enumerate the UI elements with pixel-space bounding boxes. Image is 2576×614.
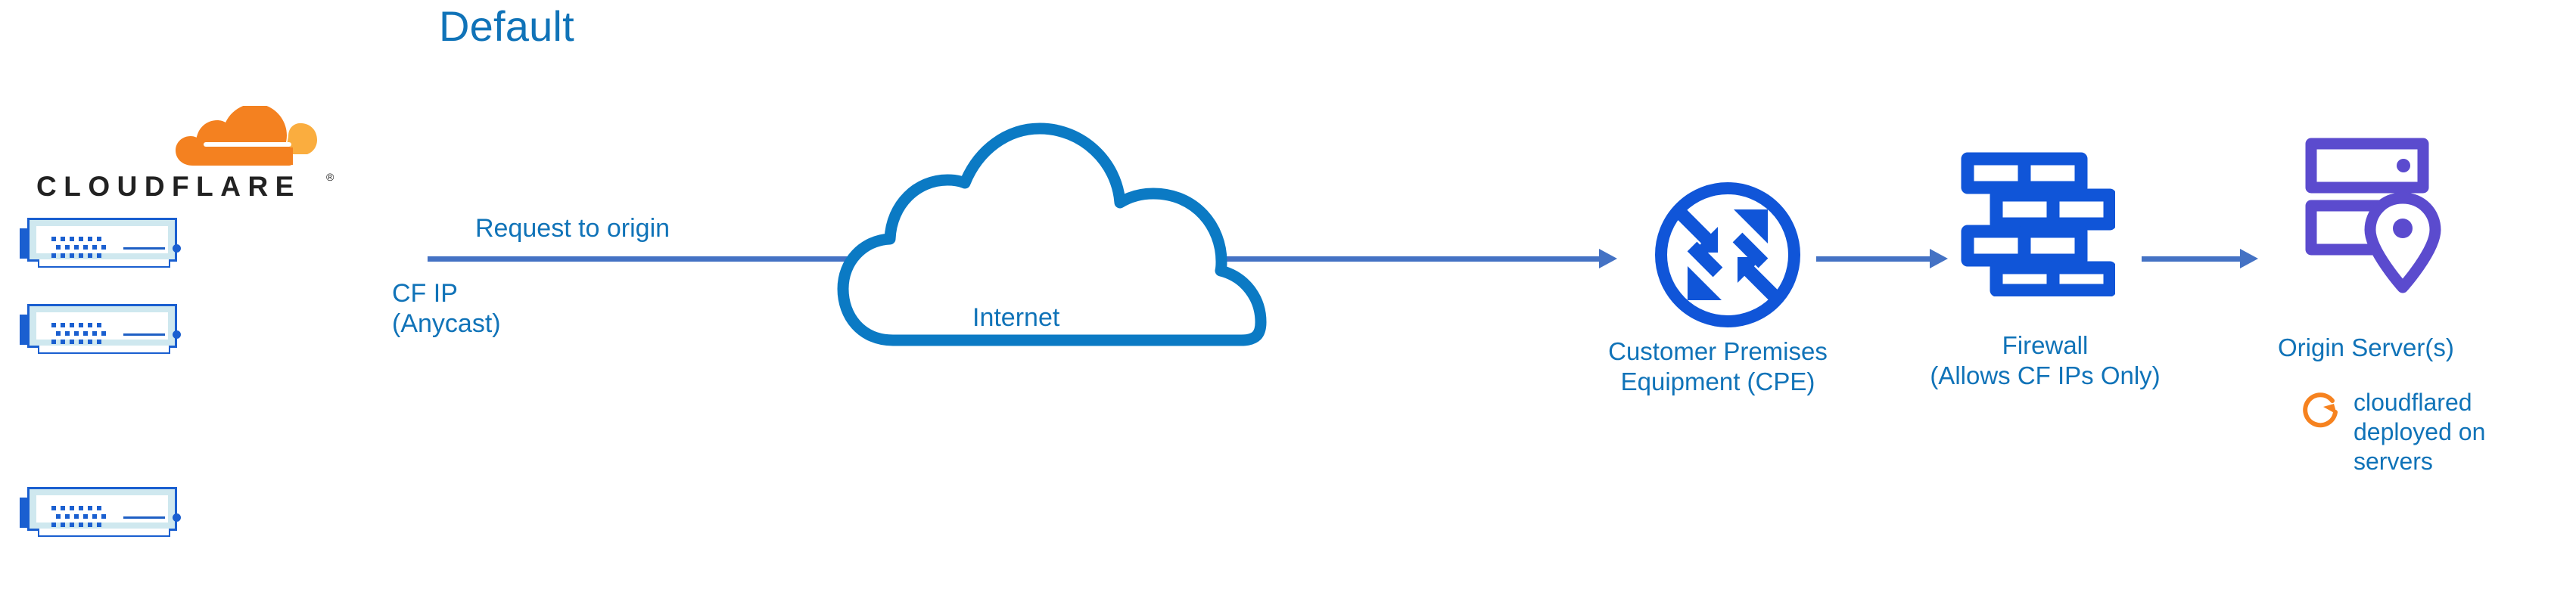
firewall-label: Firewall(Allows CF IPs Only): [1888, 330, 2202, 391]
cpe-label-line2: Equipment (CPE): [1620, 367, 1815, 395]
rack-panel: [36, 312, 181, 344]
rack-status-line: [123, 516, 165, 519]
cloudflared-line3: servers: [2354, 448, 2433, 475]
cloudflare-wordmark: CLOUDFLARE: [36, 171, 301, 202]
rack-panel: [36, 495, 181, 527]
server-location-pin-icon: [2305, 138, 2456, 302]
rack-status-line: [123, 247, 165, 250]
flow-arrow-line-cpe-to-firewall: [1816, 256, 1931, 262]
flow-arrow-head-edge-to-cpe: [1599, 249, 1617, 268]
rack-vent-dots: [51, 323, 106, 348]
cloudflared-line1: cloudflared: [2354, 389, 2472, 416]
request-to-origin-label: Request to origin: [475, 214, 670, 243]
internet-cloud-icon: [832, 113, 1271, 367]
rack-body: [27, 218, 181, 262]
cf-ip-line2: (Anycast): [392, 309, 501, 338]
rack-led-icon: [173, 244, 181, 253]
rack-foot: [38, 346, 170, 354]
flow-arrow-head-cpe-to-firewall: [1930, 249, 1948, 268]
firewall-label-line2: (Allows CF IPs Only): [1930, 361, 2161, 389]
router-four-arrows-icon: [1648, 175, 1807, 338]
cf-ip-line1: CF IP: [392, 279, 458, 308]
cf-ip-anycast-label: CF IP(Anycast): [392, 278, 501, 339]
rack-body: [27, 304, 181, 348]
rack-status-line: [123, 333, 165, 336]
registered-trademark-mark: ®: [326, 171, 334, 183]
server-rack-icon: [20, 304, 181, 355]
cpe-label-line1: Customer Premises: [1608, 337, 1828, 365]
server-rack-icon: [20, 487, 181, 538]
rack-vent-dots: [51, 237, 106, 262]
rack-foot: [38, 529, 170, 537]
flow-arrow-head-firewall-to-origin: [2240, 249, 2258, 268]
rack-foot: [38, 259, 170, 268]
cloudflare-logo: CLOUDFLARE ®: [20, 104, 338, 204]
firewall-label-line1: Firewall: [2002, 331, 2089, 359]
cloudflare-cloud-icon: [175, 104, 319, 172]
internet-label: Internet: [972, 303, 1060, 332]
refresh-circular-arrow-icon: [2299, 387, 2344, 436]
origin-server-label: Origin Server(s): [2278, 333, 2454, 361]
rack-led-icon: [173, 330, 181, 339]
page-title: Default: [439, 2, 574, 50]
rack-vent-dots: [51, 506, 106, 531]
rack-panel: [36, 226, 181, 258]
brick-wall-icon: [1960, 151, 2117, 300]
server-rack-icon: [20, 218, 181, 269]
rack-body: [27, 487, 181, 531]
cloudflared-line2: deployed on: [2354, 418, 2486, 445]
rack-led-icon: [173, 513, 181, 522]
flow-arrow-line-firewall-to-origin: [2142, 256, 2242, 262]
